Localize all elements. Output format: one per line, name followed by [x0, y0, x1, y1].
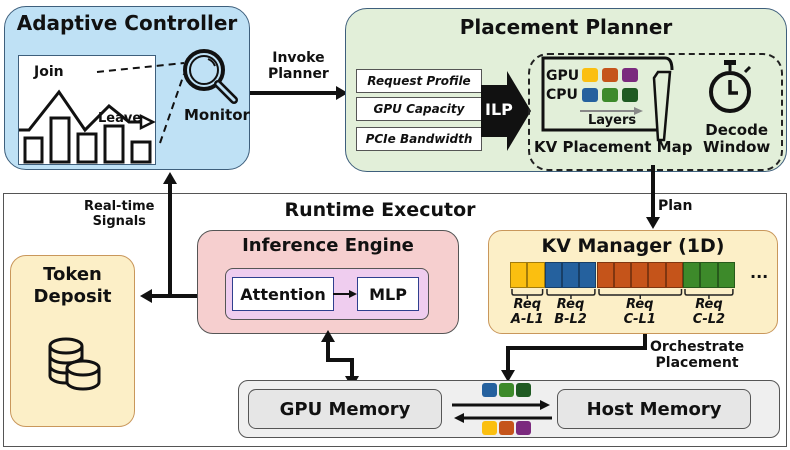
workload-chart	[18, 55, 156, 165]
runtime-executor-title: Runtime Executor	[284, 199, 476, 221]
layers-arrow	[580, 107, 643, 115]
workload-chart-graphic	[19, 89, 156, 164]
layers-label: Layers	[588, 113, 637, 128]
leave-label: Leave	[98, 111, 142, 126]
kv-segment-bracket	[545, 289, 596, 299]
kv-block	[648, 262, 666, 288]
kv-segment-bracket	[511, 289, 544, 299]
kv-block	[510, 262, 528, 288]
kv-map-cell-gpu	[602, 68, 618, 82]
model-layer-group: Attention MLP	[225, 268, 429, 320]
host-memory-block: Host Memory	[557, 389, 751, 429]
token-deposit-panel: Token Deposit	[10, 255, 135, 427]
kv-manager-title: KV Manager (1D)	[541, 235, 725, 257]
gpu-memory-block: GPU Memory	[248, 389, 442, 429]
placement-planner-panel: Placement Planner Request Profile GPU Ca…	[345, 8, 787, 172]
placement-planner-title: Placement Planner	[459, 15, 673, 39]
attention-block: Attention	[232, 277, 334, 311]
join-label: Join	[34, 64, 64, 80]
transfer-block	[516, 421, 531, 435]
kv-map-gpu-label: GPU	[546, 68, 580, 84]
kv-map-cell-cpu	[622, 88, 638, 102]
chart-bar	[49, 116, 71, 164]
orchestrate-placement-arrow	[501, 334, 647, 382]
decode-window-label: Decode Window	[703, 121, 771, 157]
adaptive-controller-title: Adaptive Controller	[16, 11, 238, 35]
realtime-signals-label: Real-time Signals	[84, 199, 155, 229]
kv-block	[561, 262, 580, 288]
coins-icon	[48, 337, 101, 391]
kv-ellipsis: ...	[750, 263, 769, 282]
transfer-block	[482, 383, 497, 397]
input-gpu-capacity: GPU Capacity	[356, 97, 482, 121]
magnifier-icon	[183, 49, 238, 104]
inference-engine-title: Inference Engine	[242, 235, 414, 256]
trend-line	[19, 89, 143, 133]
kv-block	[631, 262, 649, 288]
memory-transfer-arrows	[452, 400, 552, 423]
token-deposit-title: Token Deposit	[33, 264, 112, 307]
kv-map-cpu-label: CPU	[546, 87, 578, 103]
kv-block	[683, 262, 701, 288]
kv-block	[544, 262, 562, 288]
invoke-planner-arrow	[250, 86, 348, 100]
kv-map-cell-gpu	[582, 68, 598, 82]
mlp-block: MLP	[357, 277, 419, 311]
monitor-label: Monitor	[184, 106, 250, 124]
chart-bar	[23, 136, 44, 164]
kv-map-cell-cpu	[582, 88, 598, 102]
kv-block	[596, 262, 614, 288]
transfer-block	[516, 383, 531, 397]
kv-block	[717, 262, 735, 288]
kv-block	[700, 262, 718, 288]
chart-bar	[76, 132, 98, 164]
plan-arrow	[646, 165, 660, 229]
orchestrate-placement-label: Orchestrate Placement	[650, 339, 745, 372]
kv-placement-map-caption: KV Placement Map	[534, 138, 693, 156]
kv-segment-bracket	[597, 289, 682, 299]
trend-arrowhead	[139, 113, 156, 131]
realtime-signals-arrow	[140, 172, 198, 303]
ilp-arrow	[481, 71, 531, 151]
transfer-block	[482, 421, 497, 435]
input-pcie-bandwidth: PCIe Bandwidth	[356, 127, 482, 151]
attention-to-mlp-arrow	[333, 290, 357, 298]
kv-map-decode-window-group	[528, 53, 783, 171]
input-request-profile: Request Profile	[356, 69, 482, 93]
kv-map-cell-gpu	[622, 68, 638, 82]
kv-placement-map-paper-icon	[541, 56, 674, 142]
kv-block	[665, 262, 683, 288]
stopwatch-icon	[709, 60, 752, 113]
transfer-block	[499, 383, 514, 397]
kv-block	[579, 262, 597, 288]
transfer-block	[499, 421, 514, 435]
plan-label: Plan	[658, 198, 693, 214]
invoke-planner-label: Invoke Planner	[268, 50, 329, 83]
kv-block	[613, 262, 632, 288]
chart-bar	[103, 124, 125, 164]
kv-segment-bracket	[684, 289, 734, 299]
ilp-label: ILP	[485, 100, 513, 119]
chart-bar	[130, 140, 152, 164]
kv-block	[527, 262, 545, 288]
kv-map-cell-cpu	[602, 88, 618, 102]
inference-engine-panel: Inference Engine Attention MLP	[197, 230, 459, 334]
